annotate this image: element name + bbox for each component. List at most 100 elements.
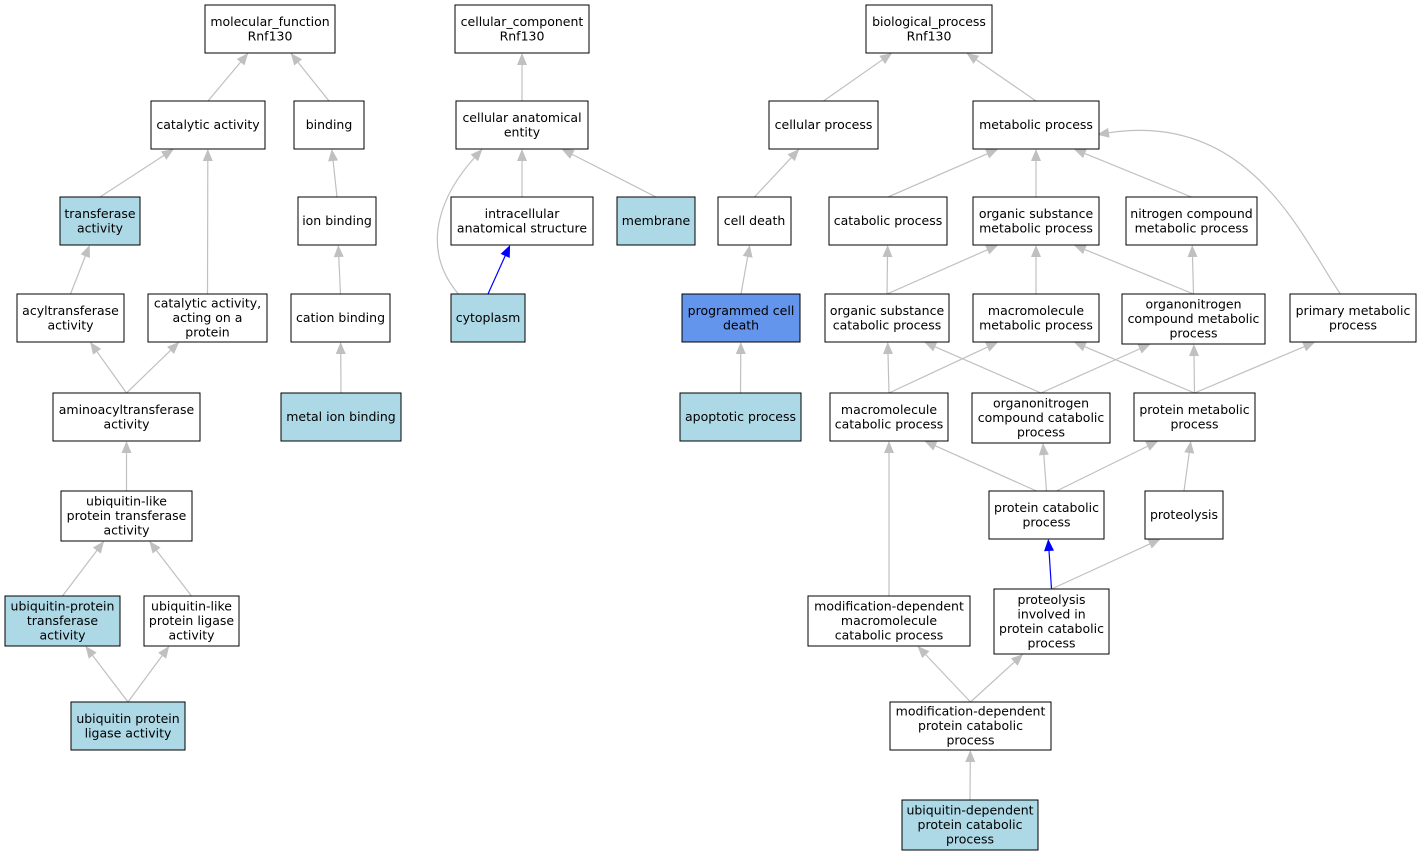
node-mod-macro-cat[interactable]: modification-dependentmacromoleculecatab… [807,595,971,647]
edge-arrowhead [1038,443,1049,456]
edge-line [62,549,98,597]
node-proteolysis[interactable]: proteolysis [1144,490,1224,540]
node-label-line: activity [168,628,215,643]
edge-arrowhead [149,541,161,554]
edge-line [1191,255,1195,295]
edge-arrowhead [500,245,511,258]
edge-arrowhead [1189,344,1200,357]
edge-line [754,156,793,198]
edge-arrowhead [879,53,893,64]
edge-arrowhead [985,342,999,352]
node-box [1289,293,1417,343]
node-box [1133,392,1256,442]
edge-line [1083,345,1195,394]
node-cytoplasm[interactable]: cytoplasm [450,293,526,343]
node-box [824,293,950,343]
edge-arrowhead [80,245,90,258]
node-label-line: compound metabolic [1128,311,1260,326]
edge-arrowhead [1097,127,1110,138]
edge-arrowhead [161,149,174,160]
node-label-line: organic substance [830,303,945,318]
edge-org-sub-cat-to-org-sub-met [886,245,999,295]
node-label-line: proteolysis [1150,507,1218,522]
edge-line [1193,354,1196,394]
node-label-line: metabolic process [1135,220,1249,235]
edge-arrowhead [328,149,339,162]
node-ion-binding[interactable]: ion binding [297,196,377,246]
node-label-line: transferase [27,613,99,628]
edge-line [886,248,989,295]
node-label-line: cytoplasm [456,310,521,325]
node-metabolic[interactable]: metabolic process [972,100,1100,150]
node-label-line: process [1022,514,1070,529]
edge-cytoplasm-to-cae [436,149,483,295]
node-box [454,4,590,54]
edge-line [887,352,890,394]
node-box [204,4,336,54]
node-membrane[interactable]: membrane [616,196,696,246]
edge-arrowhead [121,441,132,453]
node-label-line: process [1170,416,1218,431]
edge-line [436,156,476,295]
edge-line [924,653,971,703]
edge-arrowhead [917,646,930,659]
node-metal-ion[interactable]: metal ion binding [280,392,402,442]
edge-ub-ligase-to-ubl-ligase [127,646,170,703]
node-cation-binding[interactable]: cation binding [290,293,391,343]
edge-line [99,154,165,198]
edge-ion-binding-to-binding [328,149,339,198]
edge-arrowhead [1147,539,1161,549]
edge-macro-cat-to-macro-met [888,342,999,394]
node-label-line: modification-dependent [896,704,1046,719]
edge-acyltransferase-to-transferase [69,245,90,295]
edge-line [975,58,1037,102]
node-label-line: acyltransferase [22,303,119,318]
node-label-line: cation binding [296,310,385,325]
node-label-line: modification-dependent [814,599,964,614]
edge-binding-to-mf-root [290,53,330,102]
edge-mod-prot-cat-to-mod-macro-cat [917,646,971,703]
node-apoptotic[interactable]: apoptotic process [679,392,802,442]
edge-arrowhead [883,342,894,355]
node-cellular-process[interactable]: cellular process [768,100,879,150]
node-catalytic[interactable]: catalytic activity [150,100,266,150]
edge-arrowhead [735,342,746,355]
node-box [972,196,1100,246]
node-catabolic[interactable]: catabolic process [828,196,948,246]
node-label-line: catabolic process [833,317,942,332]
edge-cellular-process-to-bp-root [823,53,893,102]
node-label-line: metal ion binding [286,409,396,424]
edge-protein-met-to-orgN-met [1189,344,1200,394]
node-label-line: process [946,832,994,847]
node-binding[interactable]: binding [293,100,365,150]
node-cell-death[interactable]: cell death [717,196,792,246]
